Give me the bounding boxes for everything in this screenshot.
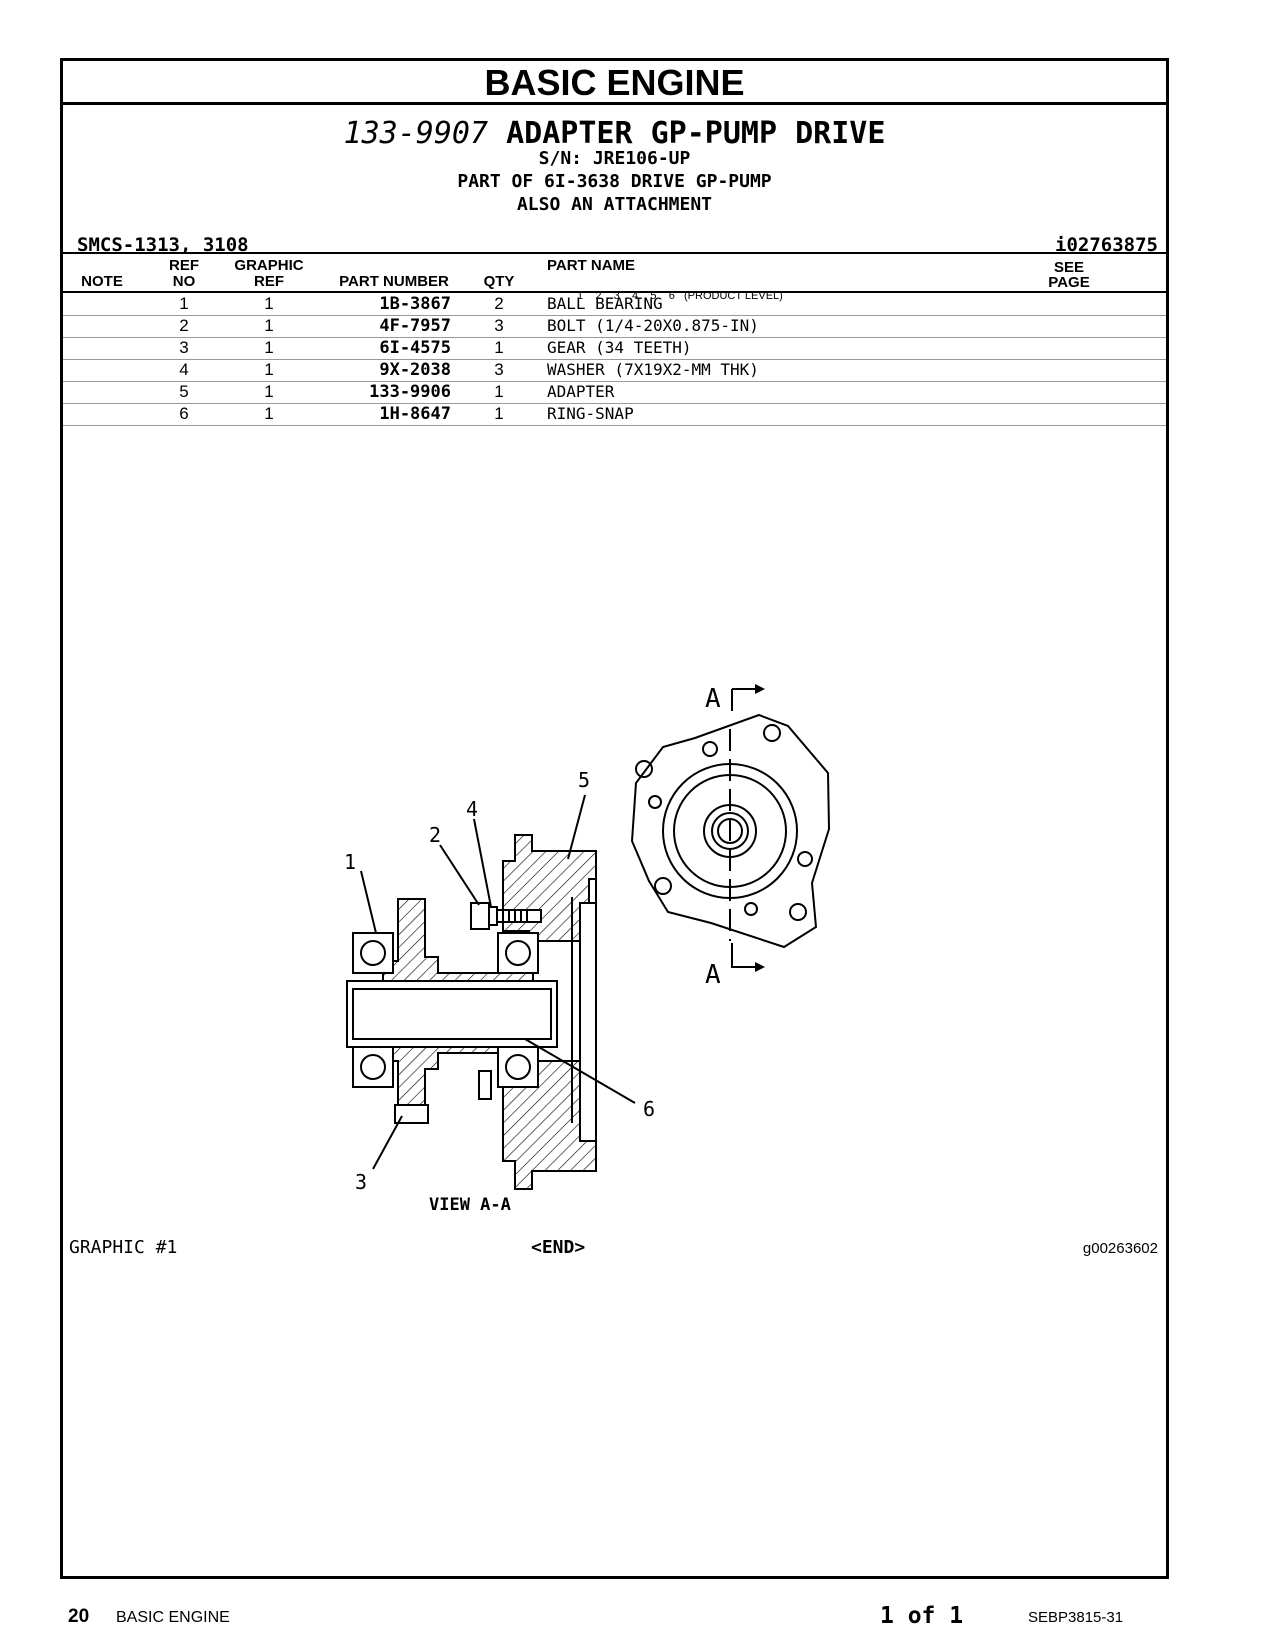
quantity: 3 (494, 360, 504, 379)
table-row: 1 1 1B-3867 2 BALL BEARING (63, 293, 1166, 316)
section-marker-top: A (705, 684, 721, 714)
table-row: 3 1 6I-4575 1 GEAR (34 TEETH) (63, 337, 1166, 360)
part-name: WASHER (7X19X2-MM THK) (547, 360, 759, 379)
illustration-id: i02763875 (1055, 234, 1158, 256)
part-number: 4F-7957 (379, 316, 451, 336)
graphic-ref: 1 (264, 360, 274, 379)
part-name: GEAR (34 TEETH) (547, 338, 692, 357)
callout-1: 1 (344, 850, 356, 874)
part-number: 6I-4575 (379, 338, 451, 358)
col-graphic-header-top: GRAPHIC (234, 257, 304, 274)
view-label: VIEW A-A (429, 1195, 511, 1215)
group-title: 133-9907 ADAPTER GP-PUMP DRIVE (63, 116, 1166, 152)
quantity: 1 (494, 338, 504, 357)
graphic-ref: 1 (264, 338, 274, 357)
col-note-header: NOTE (81, 273, 123, 290)
part-number: 133-9906 (369, 382, 451, 402)
quantity: 1 (494, 382, 504, 401)
col-see-header-bottom: PAGE (1048, 274, 1090, 291)
attachment-text: ALSO AN ATTACHMENT (516, 194, 713, 215)
page-frame: BASIC ENGINE 133-9907 ADAPTER GP-PUMP DR… (60, 58, 1169, 1579)
graphic-ref: 1 (264, 382, 274, 401)
graphic-id: g00263602 (1082, 1240, 1158, 1257)
callout-4: 4 (466, 797, 478, 821)
col-graphic-header-bottom: REF (254, 273, 284, 290)
col-ref-header-top: REF (169, 257, 199, 274)
graphic-ref: 1 (264, 316, 274, 335)
product-level-header: 1 2 3 4 5 6 (PRODUCT LEVEL) (577, 290, 783, 302)
header-top-rule (63, 252, 1166, 254)
col-part-name-header: PART NAME (547, 257, 636, 274)
callout-3: 3 (355, 1170, 367, 1194)
part-number: 1B-3867 (379, 294, 451, 314)
ref-no: 5 (179, 382, 189, 401)
ref-no: 6 (179, 404, 189, 423)
section-marker-bottom: A (705, 960, 721, 990)
quantity: 2 (494, 294, 504, 313)
table-row: 2 1 4F-7957 3 BOLT (1/4-20X0.875-IN) (63, 315, 1166, 338)
callout-6: 6 (643, 1097, 655, 1121)
part-of-text: PART OF 6I-3638 DRIVE GP-PUMP (457, 171, 772, 192)
graphic-label: GRAPHIC #1 (69, 1237, 178, 1258)
footer-page-of: 1 of 1 (880, 1603, 964, 1629)
group-part-number: 133-9907 (343, 116, 489, 151)
footer-document-id: SEBP3815-31 (1028, 1609, 1124, 1626)
smcs-codes: SMCS-1313, 3108 (77, 234, 249, 256)
ref-no: 3 (179, 338, 189, 357)
group-name: ADAPTER GP-PUMP DRIVE (506, 116, 886, 151)
footer-page-number: 20 (68, 1606, 90, 1627)
footer-section: BASIC ENGINE (116, 1609, 230, 1626)
exploded-view-drawing: 1 2 3 4 5 6 A A VIEW A-A (344, 684, 831, 1215)
col-ref-header-bottom: NO (172, 273, 196, 290)
ref-no: 1 (179, 294, 189, 313)
section-title: BASIC ENGINE (63, 61, 1166, 105)
part-number: 1H-8647 (379, 404, 451, 424)
graphic-ref: 1 (264, 404, 274, 423)
callout-5: 5 (578, 768, 590, 792)
table-row: 4 1 9X-2038 3 WASHER (7X19X2-MM THK) (63, 359, 1166, 382)
ref-no: 2 (179, 316, 189, 335)
quantity: 1 (494, 404, 504, 423)
part-number: 9X-2038 (379, 360, 451, 380)
part-name: ADAPTER (547, 382, 615, 401)
end-marker: <END> (531, 1237, 586, 1258)
col-part-number-header: PART NUMBER (339, 273, 449, 290)
graphic-ref: 1 (264, 294, 274, 313)
header-bottom-rule (63, 291, 1166, 293)
table-row: 6 1 1H-8647 1 RING-SNAP (63, 403, 1166, 426)
part-name: BOLT (1/4-20X0.875-IN) (547, 316, 759, 335)
part-name: RING-SNAP (547, 404, 634, 423)
serial-range: S/N: JRE106-UP (538, 148, 691, 169)
ref-no: 4 (179, 360, 189, 379)
table-row: 5 1 133-9906 1 ADAPTER (63, 381, 1166, 404)
col-qty-header: QTY (483, 273, 515, 290)
part-name: BALL BEARING (547, 294, 663, 313)
quantity: 3 (494, 316, 504, 335)
callout-2: 2 (429, 823, 441, 847)
col-see-header-top: SEE (1053, 259, 1084, 276)
